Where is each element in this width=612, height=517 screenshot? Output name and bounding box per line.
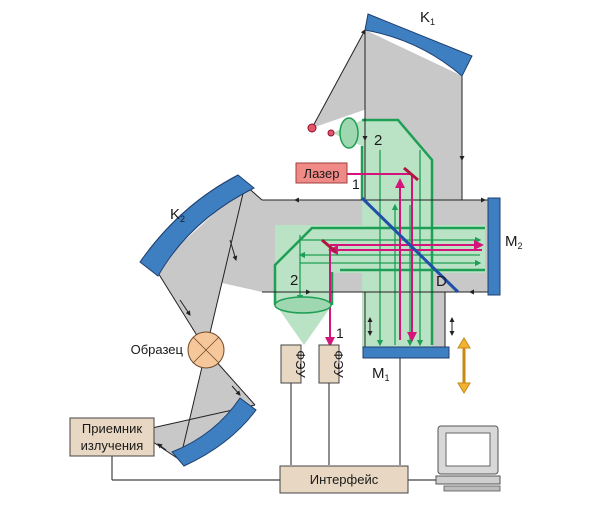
wiring xyxy=(111,358,440,481)
laser-mirror-left xyxy=(321,238,337,254)
pmt-right-box xyxy=(318,344,340,384)
computer-icon xyxy=(435,425,501,492)
interface-box xyxy=(279,465,409,494)
sample-label: Образец xyxy=(131,342,184,357)
mirror-lower xyxy=(171,397,257,467)
label-one-top: 1 xyxy=(352,176,360,192)
source-red-dot xyxy=(307,123,317,133)
label-k1: K1 xyxy=(420,9,435,27)
laser-box xyxy=(295,162,348,184)
label-k2: K2 xyxy=(170,206,185,224)
label-m1: M1 xyxy=(372,365,390,383)
lens-top xyxy=(339,117,359,149)
laser-mirror-top xyxy=(403,166,419,182)
pmt-left-label: ФЭУ xyxy=(293,350,308,378)
black-arrows xyxy=(157,120,486,451)
m1-motion-arrow xyxy=(457,337,471,394)
beam-splitter-d xyxy=(360,196,460,294)
beam-k2-sample xyxy=(155,185,245,350)
mirror-m2 xyxy=(487,197,501,296)
receiver-box xyxy=(69,417,155,457)
mirror-k1 xyxy=(364,13,473,77)
label-m2: M2 xyxy=(505,233,523,251)
green-lens-cone-bottom xyxy=(276,305,332,345)
green-vertical-band xyxy=(362,200,432,348)
mirror-m1 xyxy=(362,346,450,359)
green-ray-lines xyxy=(296,150,482,347)
source-green-dot xyxy=(327,129,335,137)
receiver-label-line2: излучения xyxy=(81,438,144,453)
laser-path xyxy=(325,173,484,347)
label-d: D xyxy=(436,273,447,290)
laser-label: Лазер xyxy=(304,166,340,181)
label-two-bottom: 2 xyxy=(290,272,298,289)
lens-bottom xyxy=(274,296,332,314)
receiver-label-line1: Приемник xyxy=(82,421,142,436)
pmt-left-box xyxy=(280,344,302,384)
label-two-top: 2 xyxy=(374,132,382,149)
mirror-k2 xyxy=(139,174,255,277)
interface-label: Интерфейс xyxy=(310,472,379,487)
pmt-right-label: ФЭУ xyxy=(331,350,346,378)
label-one-bottom: 1 xyxy=(336,325,344,341)
